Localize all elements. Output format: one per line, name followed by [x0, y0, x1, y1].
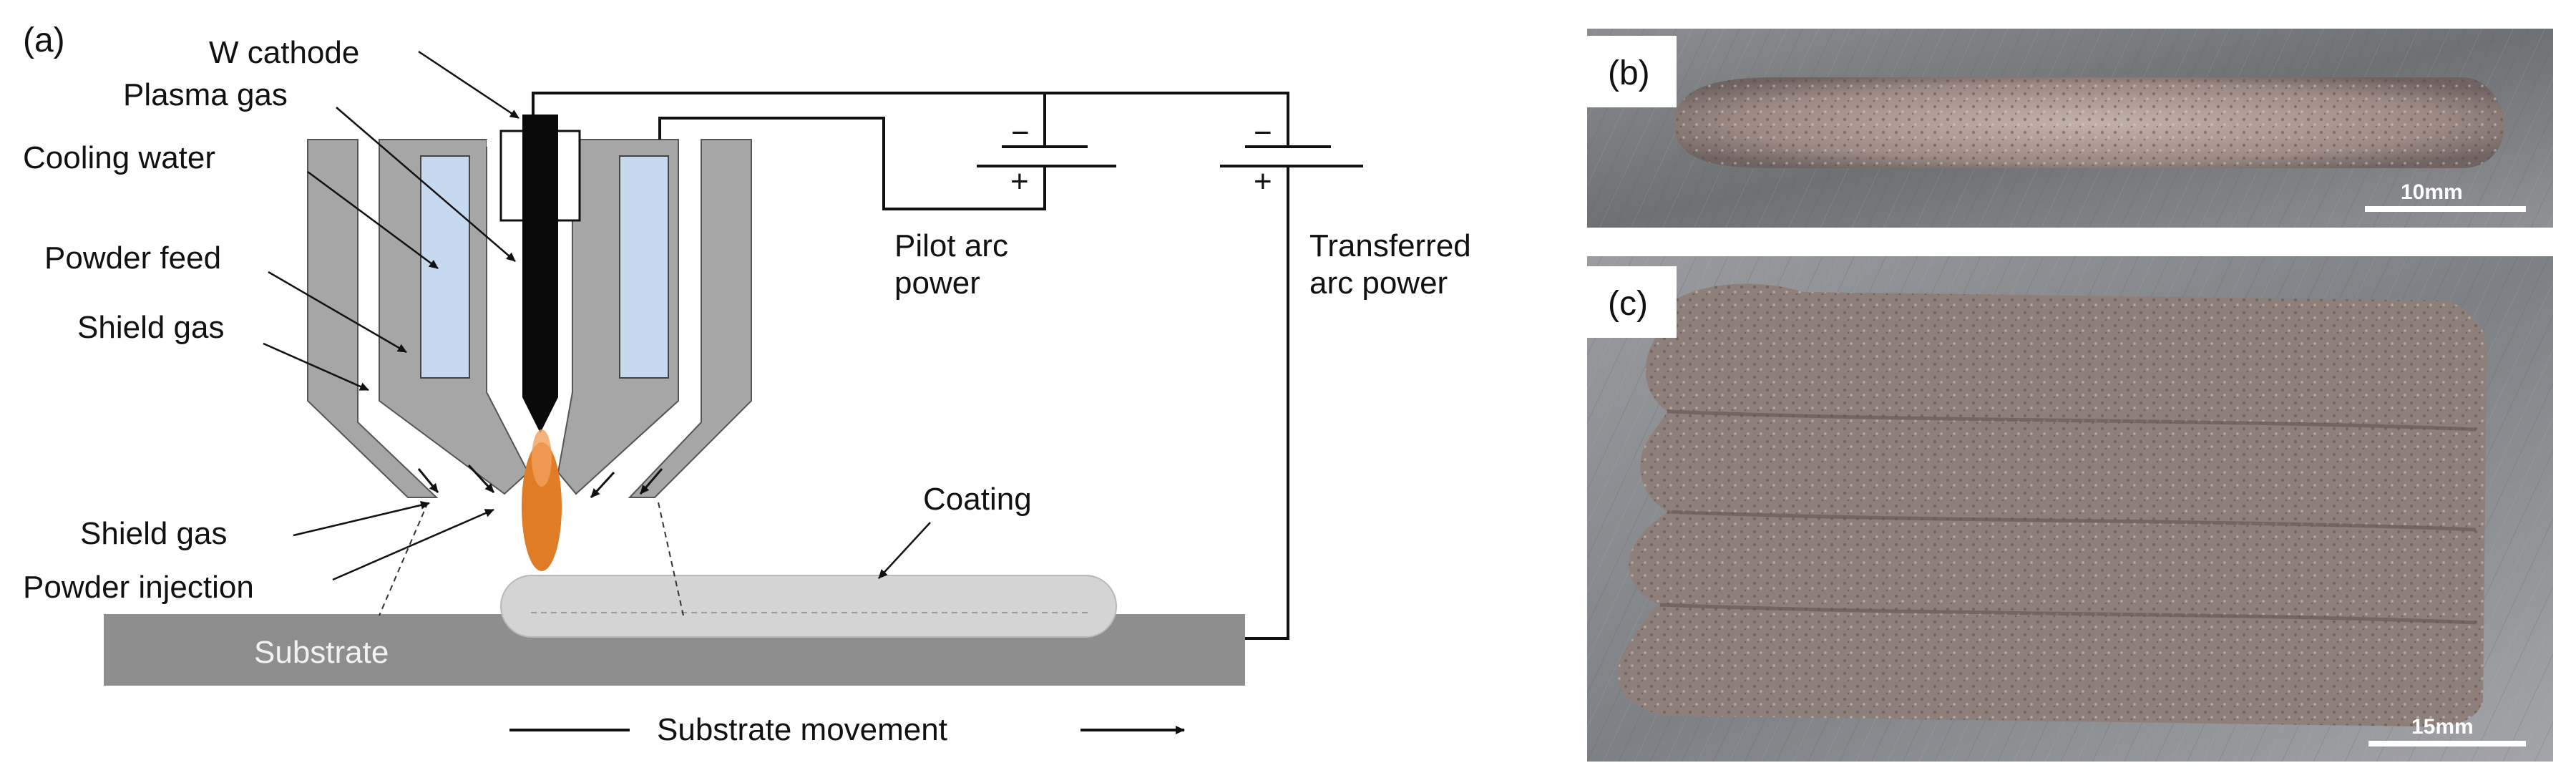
substrate-movement-label: Substrate movement — [657, 712, 947, 747]
transferred-arc-label-line2: arc power — [1309, 266, 1448, 301]
pilot-arc-label-line1: Pilot arc — [894, 228, 1008, 263]
plasma-arc-core — [532, 429, 552, 487]
outer-nozzle-left — [307, 139, 439, 498]
torch-body — [307, 115, 752, 571]
powder-arrow-right — [590, 471, 615, 499]
circuit — [532, 92, 1289, 640]
powder-feed-label: Powder feed — [44, 240, 221, 276]
w-cathode-leader — [418, 50, 519, 120]
w-cathode-label: W cathode — [209, 35, 359, 70]
pilot-minus: − — [1011, 115, 1030, 150]
coating-label: Coating — [923, 482, 1032, 517]
schematic-panel: (a) Substrate — [23, 21, 1471, 747]
panel-b-tag: (b) — [1608, 54, 1650, 92]
outer-nozzle-right — [628, 139, 752, 498]
shield-gas-bottom-label: Shield gas — [80, 516, 227, 551]
panel-c-tag-box — [1587, 266, 1677, 338]
coating-layer — [500, 575, 1117, 638]
pilot-plus: + — [1010, 164, 1029, 199]
scale-bar-b-label: 10mm — [2401, 180, 2463, 204]
cooling-water-right — [619, 155, 669, 379]
cooling-water-label: Cooling water — [23, 140, 215, 175]
powder-feed-leader — [268, 271, 407, 354]
plasma-gas-label: Plasma gas — [123, 77, 288, 112]
pilot-arc-label-line2: power — [894, 266, 980, 301]
track-boundary-1 — [1667, 409, 2477, 432]
spray-cone-left — [379, 502, 429, 616]
shield-gas-top-label: Shield gas — [77, 310, 224, 345]
transferred-minus: − — [1254, 115, 1272, 150]
plasma-gas-leader — [336, 107, 516, 262]
scale-bar-c-label: 15mm — [2411, 715, 2474, 739]
transferred-positive-wire — [1245, 185, 1289, 640]
shield-gas-bottom-leader — [293, 500, 430, 537]
powder-injection-leader — [332, 508, 494, 581]
panel-b-tag-box — [1587, 36, 1677, 107]
track-boundary-2 — [1667, 510, 2477, 532]
scale-bar-c — [2368, 741, 2526, 746]
transferred-plus: + — [1254, 164, 1272, 199]
shield-gas-arrow-left — [417, 468, 439, 493]
substrate-label: Substrate — [254, 635, 389, 670]
panel-a-tag: (a) — [23, 21, 65, 59]
photo-panel-b: (b) 10mm — [1587, 29, 2553, 228]
cooling-water-leader — [307, 170, 439, 270]
transferred-arc-label-line1: Transferred — [1309, 228, 1471, 263]
shield-gas-top-leader — [263, 342, 369, 391]
tungsten-cathode — [522, 115, 558, 433]
cathode-wire — [532, 92, 1289, 147]
shield-gas-arrow-right — [639, 468, 663, 495]
coating-leader — [878, 522, 931, 579]
scale-bar-b — [2365, 206, 2526, 212]
single-track-texture — [1674, 77, 2504, 168]
multi-track-texture — [1617, 283, 2488, 728]
photo-panel-c: (c) 15mm — [1587, 256, 2553, 762]
plasma-arc — [522, 442, 562, 571]
pilot-positive-wire — [658, 117, 1046, 210]
powder-injection-label: Powder injection — [23, 570, 254, 605]
track-boundary-3 — [1659, 603, 2477, 625]
cooling-water-left — [420, 155, 470, 379]
panel-c-tag: (c) — [1608, 285, 1648, 323]
powder-arrow-left — [467, 464, 495, 494]
